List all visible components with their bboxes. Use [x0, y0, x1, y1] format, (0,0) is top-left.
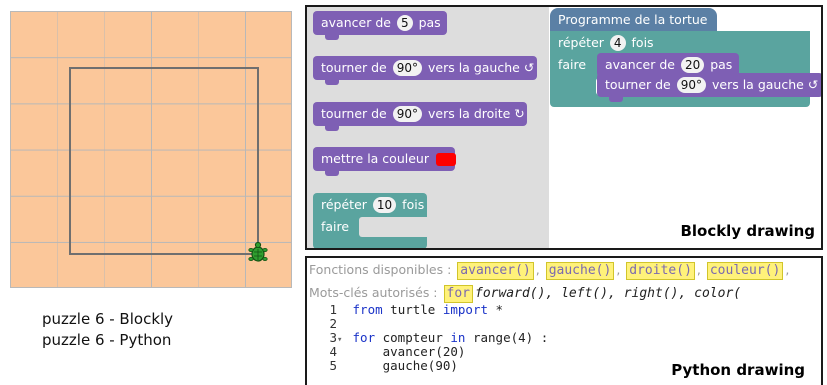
fold-toggle-icon[interactable]: ▾	[337, 335, 343, 345]
function-droite[interactable]: droite()	[626, 262, 695, 280]
function-avancer[interactable]: avancer()	[457, 262, 534, 280]
block-label: fois	[631, 35, 654, 50]
functions-label: Fonctions disponibles :	[309, 262, 452, 277]
block-value[interactable]: 90°	[392, 106, 423, 122]
block-label: pas	[710, 57, 733, 72]
color-swatch[interactable]	[435, 153, 456, 166]
blockly-workspace[interactable]: avancer de 5 pas tourner de 90° vers la …	[305, 5, 823, 250]
code-line[interactable]: 5 gauche(90)	[309, 359, 548, 373]
block-value[interactable]: 5	[396, 15, 413, 31]
code-editor[interactable]: 1 from turtle import *2 3▾ for compteur …	[309, 303, 548, 373]
drawn-square-path	[69, 67, 259, 255]
block-label: répéter	[321, 197, 367, 212]
functions-row: Fonctions disponibles : avancer(), gauch…	[309, 262, 790, 280]
block-label: tourner de	[321, 60, 387, 75]
code-text: avancer(20)	[352, 344, 466, 359]
line-number: 1	[329, 302, 337, 317]
repeat-slot	[359, 217, 427, 237]
keywords-disabled-list: forward(), left(), right(), color(	[475, 286, 742, 301]
code-line[interactable]: 1 from turtle import *	[309, 303, 548, 317]
keywords-label: Mots-clés autorisés :	[309, 285, 438, 300]
block-label: fois	[402, 197, 425, 212]
toolbox-repeat-block[interactable]: répéter 10 fois faire	[313, 193, 427, 248]
program-hat-block[interactable]: Programme de la tortue	[550, 8, 717, 32]
line-number: 4	[329, 344, 337, 359]
turtle-canvas	[10, 11, 292, 288]
block-label: vers la droite ↻	[428, 106, 525, 121]
block-label: vers la gauche ↺	[712, 77, 819, 92]
block-label: pas	[418, 15, 441, 30]
code-line[interactable]: 3▾ for compteur in range(4) :	[309, 330, 549, 346]
caption-blockly: puzzle 6 - Blockly	[42, 310, 174, 328]
code-line[interactable]: 4 avancer(20)	[309, 345, 548, 359]
blockly-panel-title: Blockly drawing	[680, 222, 815, 240]
block-label: tourner de	[321, 106, 387, 121]
toolbox-forward-block[interactable]: avancer de 5 pas	[313, 11, 447, 40]
code-line[interactable]: 2	[309, 317, 548, 331]
block-value[interactable]: 10	[372, 197, 397, 213]
block-label: faire	[321, 219, 350, 234]
block-label: tourner de	[605, 77, 671, 92]
toolbox-color-block[interactable]: mettre la couleur	[313, 147, 456, 176]
python-panel-title: Python drawing	[671, 361, 805, 379]
line-number: 5	[329, 358, 337, 373]
block-label: répéter	[558, 35, 604, 50]
block-label: faire	[558, 57, 587, 72]
block-label: avancer de	[605, 57, 675, 72]
block-value[interactable]: 20	[680, 57, 705, 73]
block-value[interactable]: 90°	[392, 60, 423, 76]
code-text: gauche(90)	[352, 358, 458, 373]
code-text: from turtle import *	[352, 302, 504, 317]
block-label: avancer de	[321, 15, 391, 30]
line-number: 2	[329, 316, 337, 331]
program-turn-block[interactable]: tourner de 90° vers la gauche ↺	[597, 73, 821, 102]
python-editor-panel: Fonctions disponibles : avancer(), gauch…	[305, 256, 823, 385]
keyword-for[interactable]: for	[443, 285, 473, 303]
function-couleur[interactable]: couleur()	[706, 262, 784, 280]
block-value[interactable]: 90°	[676, 77, 707, 93]
line-number: 3	[329, 330, 337, 345]
code-text: for compteur in range(4) :	[352, 330, 549, 345]
toolbox-turn-right-block[interactable]: tourner de 90° vers la droite ↻	[313, 102, 527, 131]
turtle-icon	[248, 241, 268, 262]
toolbox-turn-left-block[interactable]: tourner de 90° vers la gauche ↺	[313, 56, 537, 85]
block-value[interactable]: 4	[609, 35, 626, 51]
block-label: mettre la couleur	[321, 151, 429, 166]
caption-python: puzzle 6 - Python	[42, 331, 172, 349]
block-label: vers la gauche ↺	[428, 60, 535, 75]
function-gauche[interactable]: gauche()	[545, 262, 615, 280]
